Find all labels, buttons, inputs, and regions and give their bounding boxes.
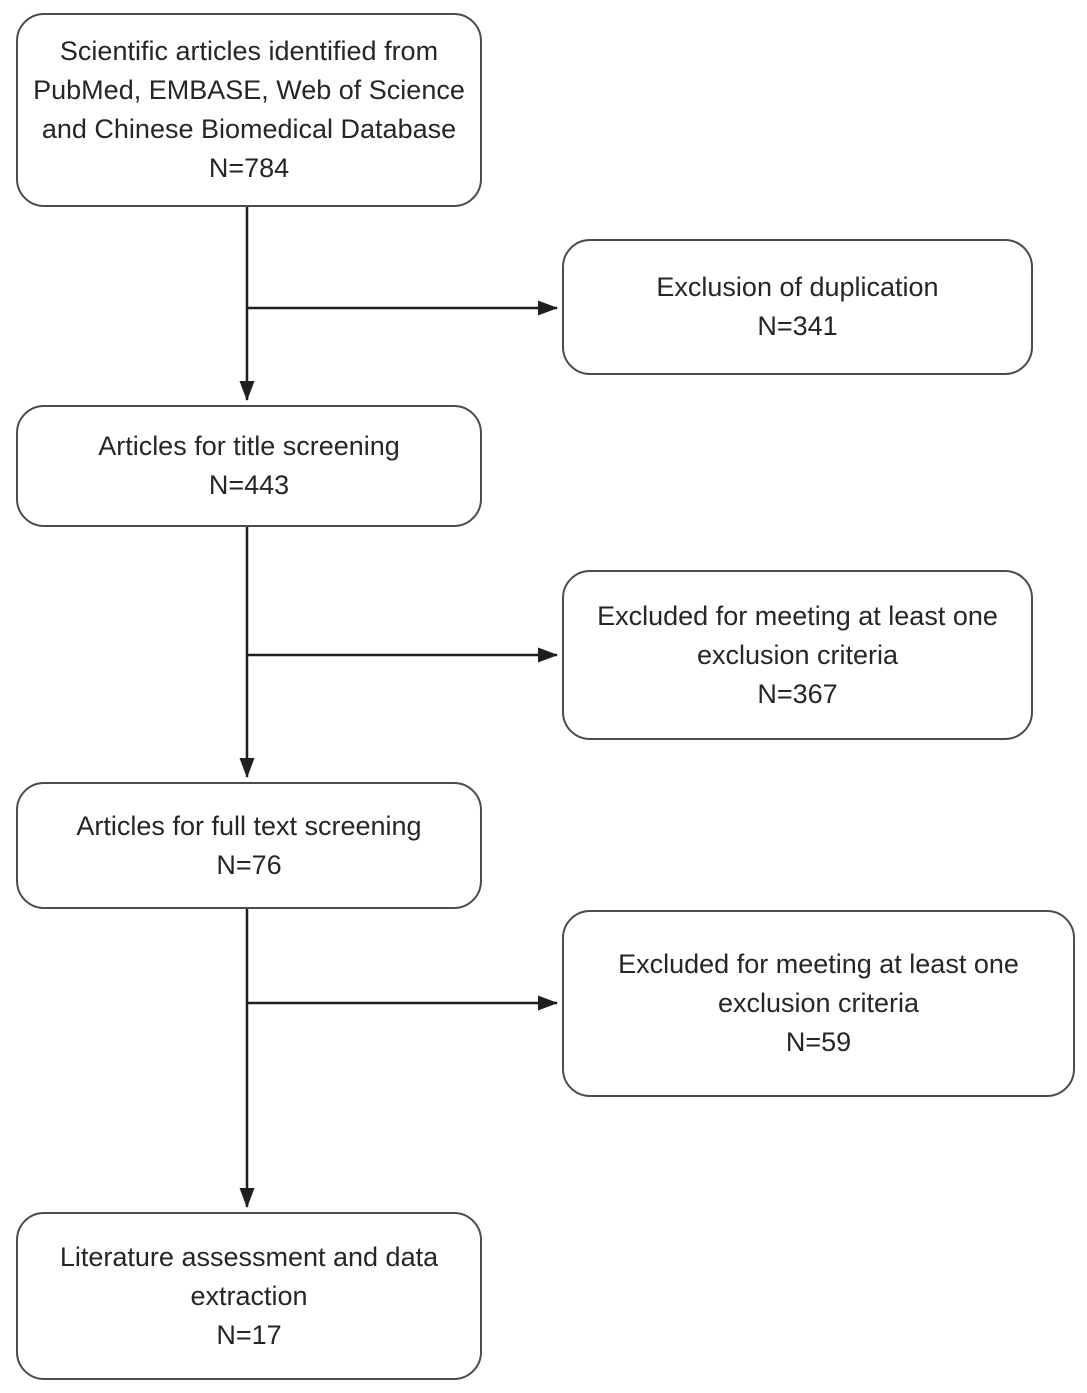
node-text-line: PubMed, EMBASE, Web of Science bbox=[33, 75, 465, 105]
node-count-label: N=367 bbox=[757, 678, 838, 709]
node-literature-assessment: Literature assessment and data extractio… bbox=[16, 1212, 482, 1380]
node-text-line: Articles for title screening bbox=[98, 431, 400, 461]
node-text-line: Articles for full text screening bbox=[76, 810, 422, 841]
node-count-label: N=17 bbox=[216, 1319, 282, 1350]
node-text-line: Excluded for meeting at least one bbox=[618, 949, 1019, 979]
node-text-line: extraction bbox=[190, 1280, 308, 1311]
node-count-label: N=784 bbox=[208, 153, 290, 183]
node-text-line: Literature assessment and data bbox=[59, 1241, 439, 1272]
node-fulltext-screening: Articles for full text screening N=76 bbox=[16, 782, 482, 909]
node-text-line: exclusion criteria bbox=[717, 988, 920, 1018]
node-text-line: Exclusion of duplication bbox=[656, 272, 939, 302]
node-count-label: N=76 bbox=[216, 849, 282, 880]
node-text-line: Excluded for meeting at least one bbox=[597, 600, 998, 631]
node-fulltext-screening-excluded: Excluded for meeting at least one exclus… bbox=[562, 910, 1075, 1097]
node-text-line: and Chinese Biomedical Database bbox=[41, 114, 457, 144]
node-count-label: N=59 bbox=[785, 1027, 852, 1057]
node-text-line: Scientific articles identified from bbox=[59, 36, 439, 66]
node-articles-identified: Scientific articles identified from PubM… bbox=[16, 13, 482, 207]
node-title-screening-excluded: Excluded for meeting at least one exclus… bbox=[562, 570, 1033, 740]
node-title-screening: Articles for title screening N=443 bbox=[16, 405, 482, 527]
node-count-label: N=341 bbox=[757, 311, 838, 341]
node-duplication-excluded: Exclusion of duplication N=341 bbox=[562, 239, 1033, 375]
node-count-label: N=443 bbox=[208, 470, 290, 500]
node-text-line: exclusion criteria bbox=[696, 639, 899, 670]
